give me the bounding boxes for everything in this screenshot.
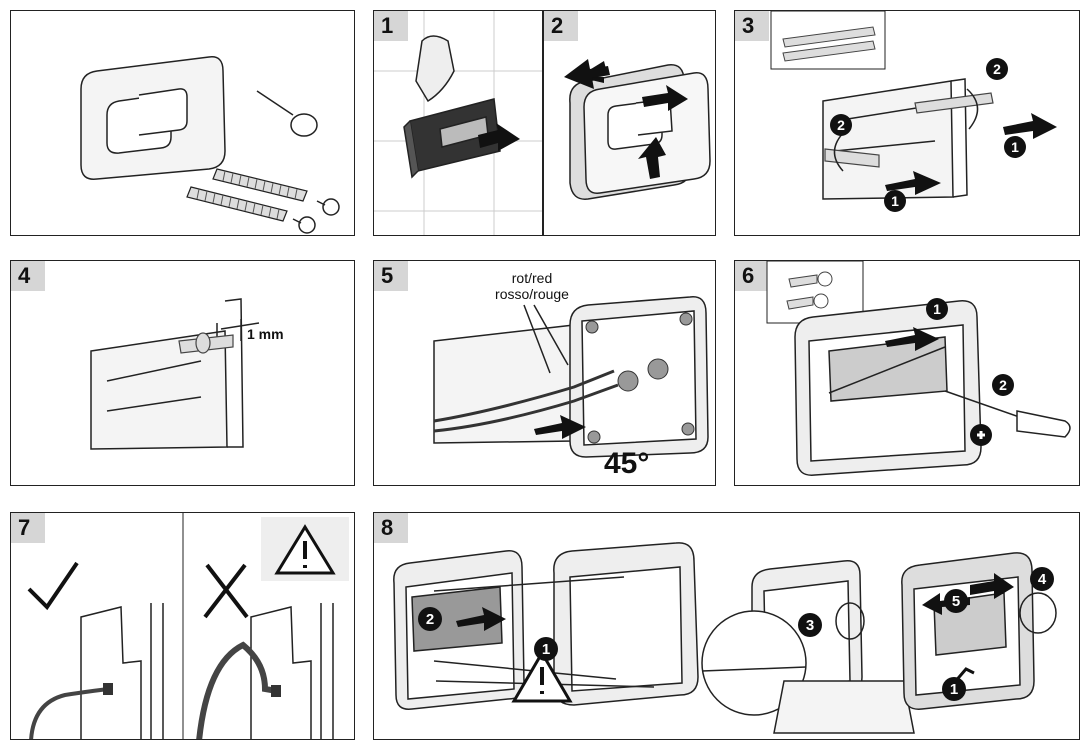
angle-label: 45° — [604, 447, 649, 480]
step-3-illustration: 2 1 2 1 — [770, 11, 1057, 212]
gap-label: 1 mm — [247, 326, 284, 342]
marker-1: 1 — [1011, 139, 1019, 155]
marker-5: 5 — [952, 593, 960, 610]
cable-color-label-2: rosso/rouge — [495, 286, 569, 302]
marker-4: 4 — [1038, 571, 1047, 588]
marker-3: 3 — [806, 617, 814, 634]
step-8-illustration: 2 1 3 4 5 1 — [393, 542, 1057, 734]
panel-step-8: 8 2 — [373, 512, 1080, 740]
marker-1: 1 — [891, 193, 899, 209]
step-number: 5 — [374, 261, 408, 291]
plus-icon — [977, 431, 985, 439]
marker-2: 2 — [993, 61, 1001, 77]
step-7-illustration — [27, 513, 349, 739]
marker-2: 2 — [837, 117, 845, 133]
step-number: 6 — [735, 261, 769, 291]
step-5-illustration: rot/red rosso/rouge 45° — [433, 270, 709, 480]
panel-step-1: 1 — [373, 10, 543, 236]
step-1-illustration — [374, 11, 542, 235]
marker-1: 1 — [542, 641, 550, 658]
panel-step-6: 6 1 2 — [734, 260, 1080, 486]
panel-contents — [10, 10, 355, 236]
cable-color-label: rot/red — [512, 270, 552, 286]
panel-step-4: 4 1 mm — [10, 260, 355, 486]
marker-1: 1 — [950, 681, 958, 698]
step-4-illustration: 1 mm — [90, 298, 284, 450]
marker-2: 2 — [999, 377, 1007, 393]
step-number: 1 — [374, 11, 408, 41]
panel-step-7: 7 — [10, 512, 355, 740]
contents-illustration — [80, 56, 340, 234]
cross-icon — [203, 563, 249, 619]
step-number: 7 — [11, 513, 45, 543]
panel-step-5: 5 rot/red rosso/rouge 45° — [373, 260, 716, 486]
step-6-illustration: 1 2 — [766, 261, 1071, 476]
panel-step-2: 2 — [543, 10, 716, 236]
check-icon — [27, 561, 79, 611]
step-number: 8 — [374, 513, 408, 543]
step-2-illustration — [564, 59, 711, 200]
step-number: 3 — [735, 11, 769, 41]
panel-step-3: 3 2 1 2 1 — [734, 10, 1080, 236]
step-number: 2 — [544, 11, 578, 41]
step-number: 4 — [11, 261, 45, 291]
marker-1: 1 — [933, 301, 941, 317]
marker-2: 2 — [426, 611, 434, 628]
